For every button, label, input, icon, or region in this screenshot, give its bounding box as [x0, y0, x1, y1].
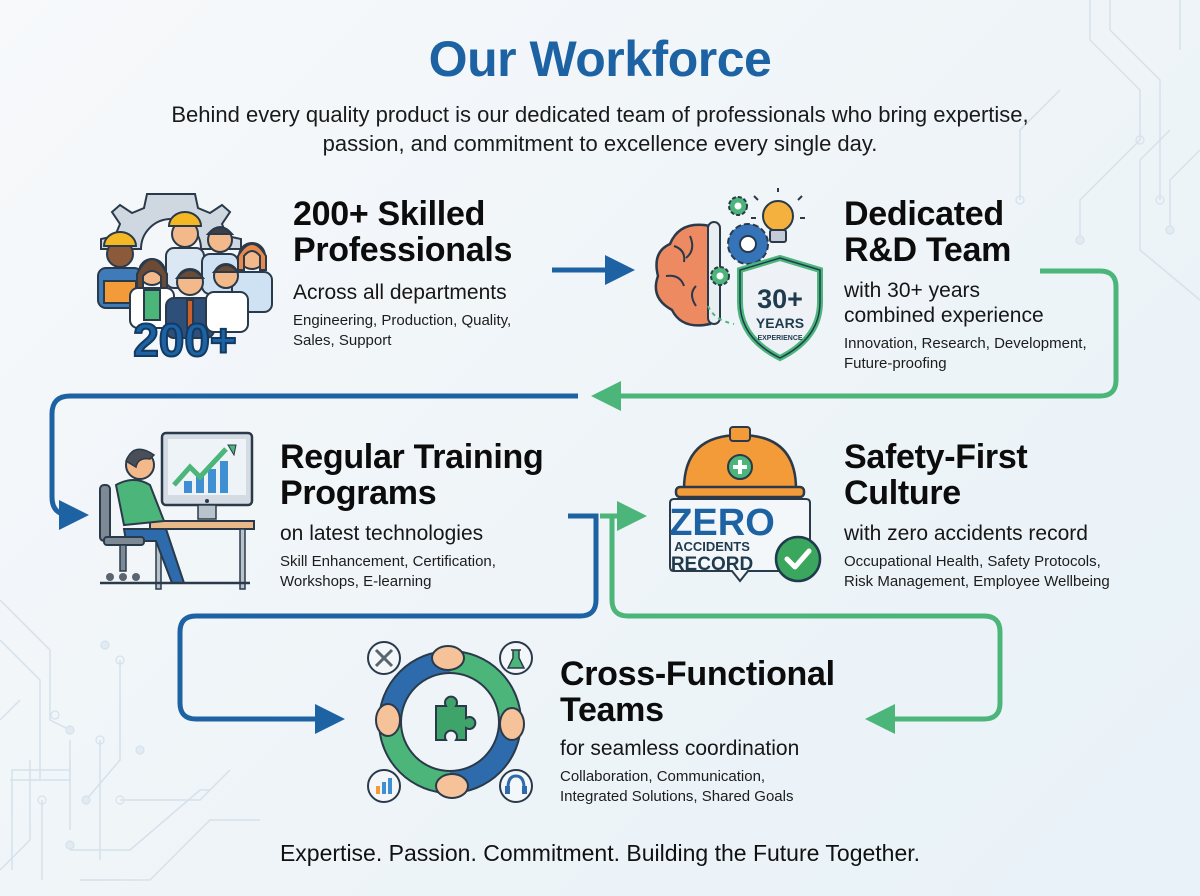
arrow-rnd-loop: [591, 268, 1119, 411]
card-title: Safety-First Culture: [844, 438, 1028, 512]
rnd-badge-number: 30+: [757, 284, 803, 314]
card-subtitle: with zero accidents record: [844, 522, 1088, 545]
card-detail: Engineering, Production, Quality, Sales,…: [293, 312, 512, 349]
card-subtitle: with 30+ years combined experience: [844, 279, 1044, 327]
rnd-badge-unit: YEARS: [756, 315, 804, 331]
hands-circle-puzzle-icon: [367, 641, 533, 803]
arrow-training-to-safety-blue: [177, 513, 599, 734]
arrow-safety-to-cross: [609, 516, 1003, 734]
rnd-badge-label: EXPERIENCE: [757, 335, 802, 342]
card-skilled-professionals: 200+ 200+ Skilled Professionals Across a…: [90, 186, 560, 366]
page-subtitle: Behind every quality product is our dedi…: [171, 102, 1029, 156]
page-title: Our Workforce: [428, 31, 772, 87]
card-title: Cross-Functional Teams: [560, 655, 835, 729]
hard-hat-badge-icon: ZERO ACCIDENTS RECORD: [669, 426, 822, 583]
safety-badge-big: ZERO: [669, 502, 775, 544]
card-title: Regular Training Programs: [280, 438, 544, 512]
card-title: Dedicated R&D Team: [844, 195, 1012, 269]
card-detail: Innovation, Research, Development, Futur…: [844, 335, 1087, 372]
card-detail: Skill Enhancement, Certification, Worksh…: [280, 553, 496, 590]
card-detail: Occupational Health, Safety Protocols, R…: [844, 553, 1110, 590]
card-subtitle: on latest technologies: [280, 522, 484, 545]
brain-gears-lightbulb-icon: 30+ YEARS EXPERIENCE: [654, 188, 823, 362]
footer-tagline: Expertise. Passion. Commitment. Building…: [279, 840, 921, 866]
workforce-group-icon: 200+: [97, 193, 273, 366]
safety-badge-line2: RECORD: [671, 554, 753, 575]
arrow-to-training: [49, 393, 578, 530]
card-cross-functional: Cross-Functional Teams for seamless coor…: [360, 636, 880, 811]
card-safety-culture: ZERO ACCIDENTS RECORD Safety-First Cultu…: [660, 425, 1140, 595]
safety-badge-line1: ACCIDENTS: [674, 539, 750, 554]
card-rnd-team: 30+ YEARS EXPERIENCE Dedicated R&D Team …: [650, 186, 1120, 376]
card-title: 200+ Skilled Professionals: [293, 195, 513, 269]
card-subtitle: for seamless coordination: [560, 737, 800, 760]
person-at-computer-icon: [99, 431, 255, 590]
card-subtitle: Across all departments: [293, 281, 507, 304]
workforce-count-badge: 200+: [133, 314, 237, 366]
card-detail: Collaboration, Communication, Integrated…: [560, 768, 794, 805]
card-training-programs: Regular Training Programs on latest tech…: [90, 425, 570, 595]
